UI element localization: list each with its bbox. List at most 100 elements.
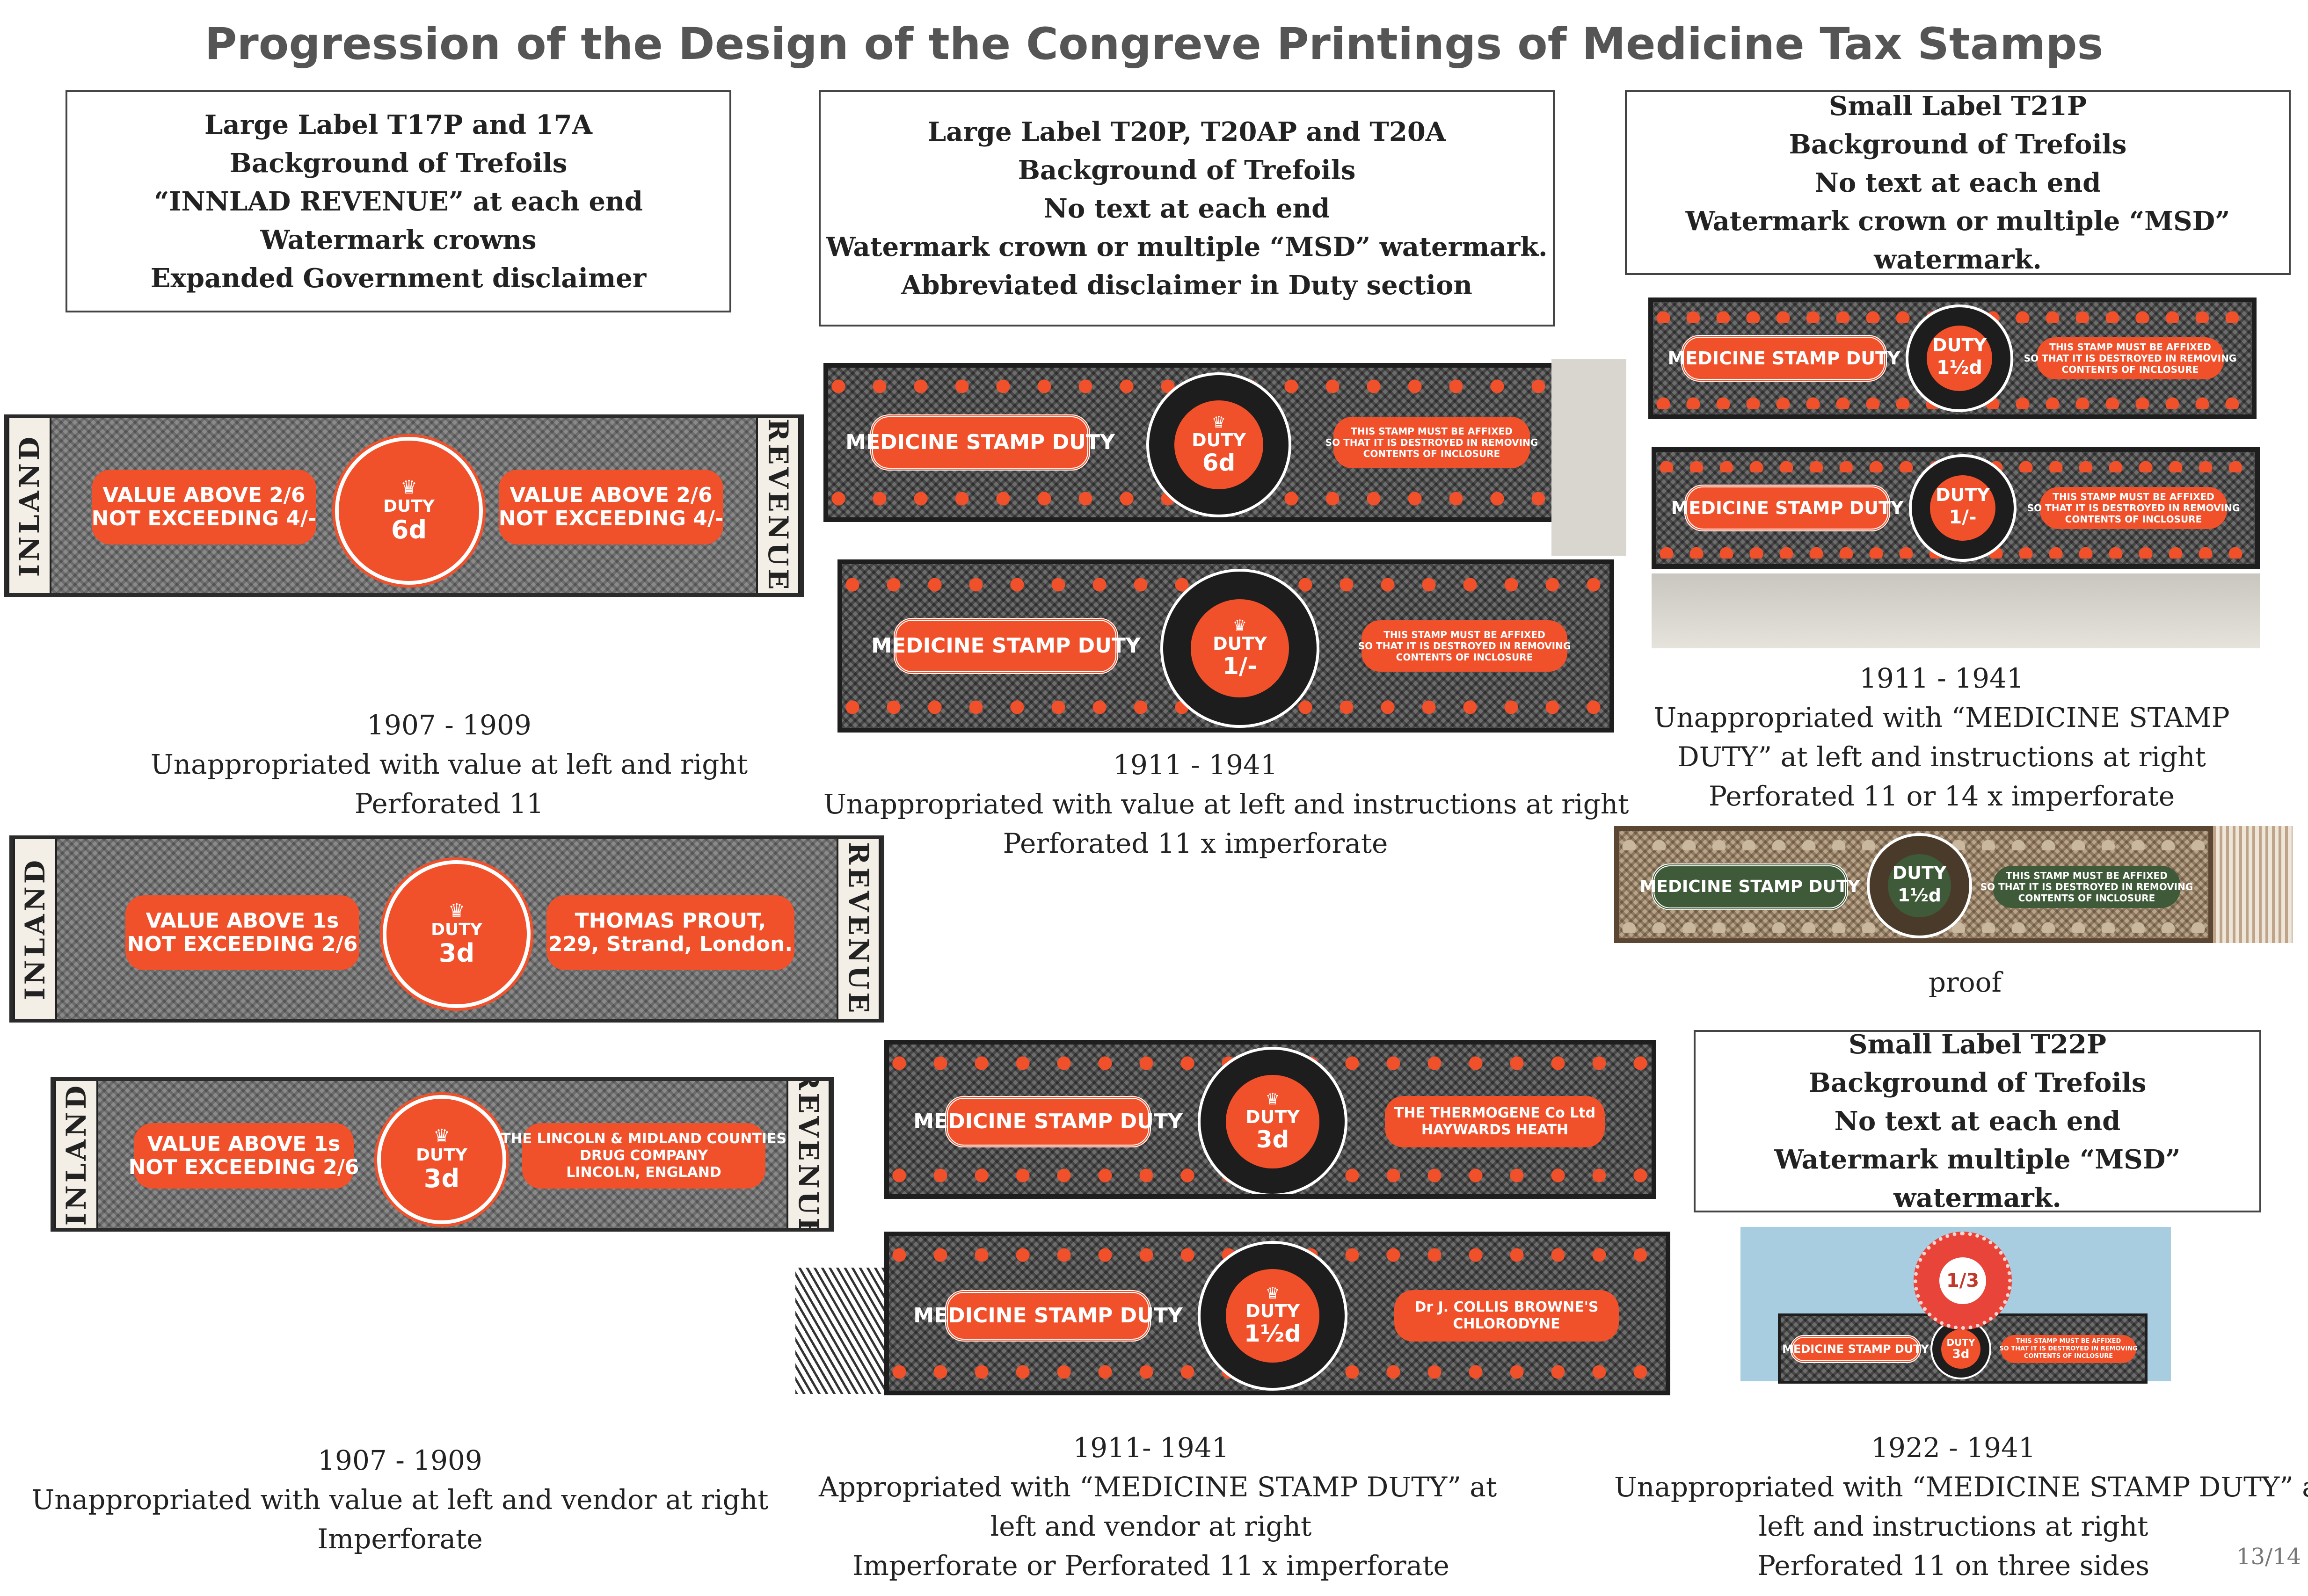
stamp-selvage (2213, 826, 2293, 943)
inland-side: INLAND (13, 839, 57, 1019)
revenue-side: REVENUE (756, 418, 800, 593)
pharmacy-seal: 1/3 (1914, 1232, 2012, 1330)
caption-line: Perforated 11 (354, 788, 544, 820)
crown-icon: ♛ (1211, 413, 1226, 432)
msd-label-text: MEDICINE STAMP DUTY (1671, 498, 1904, 518)
instructions-panel: THIS STAMP MUST BE AFFIXED SO THAT IT IS… (2027, 487, 2240, 529)
duty-value: 1/- (1949, 507, 1977, 528)
crown-icon: ♛ (1265, 1284, 1280, 1303)
value-panel-left: VALUE ABOVE 1s NOT EXCEEDING 2/6 (129, 1123, 359, 1189)
value-panel-left: VALUE ABOVE 2/6 NOT EXCEEDING 4/- (92, 470, 316, 544)
caption-line: 1907 - 1909 (318, 1444, 482, 1476)
stamp-small-medicine-duty-3d: MEDICINE STAMP DUTY DUTY 3d THIS STAMP M… (1778, 1313, 2148, 1384)
msd-label-text: MEDICINE STAMP DUTY (913, 1110, 1183, 1133)
panel-text: VALUE ABOVE 1s (147, 1132, 341, 1156)
panel-text: HAYWARDS HEATH (1421, 1122, 1569, 1138)
box-line: Small Label T21P (1829, 90, 2087, 122)
msd-label-text: MEDICINE STAMP DUTY (1667, 348, 1900, 369)
duty-medal: DUTY 3d (1930, 1319, 1991, 1379)
inland-text: INLAND (19, 857, 51, 1001)
msd-label: MEDICINE STAMP DUTY (871, 618, 1141, 674)
box-line: No text at each end (1834, 1106, 2121, 1137)
stamp-small-medicine-duty-1s: MEDICINE STAMP DUTY DUTY 1/- THIS STAMP … (1652, 447, 2260, 569)
vendor-panel: THOMAS PROUT, 229, Strand, London. (546, 895, 794, 970)
instruction-line: SO THAT IT IS DESTROYED IN REMOVING (1999, 1345, 2138, 1352)
caption-t17p-value: 1907 - 1909 Unappropriated with value at… (47, 705, 852, 823)
crown-icon: ♛ (400, 477, 417, 498)
stamp-selvage (795, 1268, 884, 1394)
duty-medal: DUTY 1/- (1909, 454, 2017, 562)
instruction-line: THIS STAMP MUST BE AFFIXED (2016, 1338, 2121, 1345)
panel-text: THE THERMOGENE Co Ltd (1394, 1105, 1596, 1121)
box-line: Background of Trefoils (229, 147, 568, 179)
revenue-side: REVENUE (837, 839, 881, 1019)
duty-value: 3d (1952, 1347, 1970, 1361)
duty-text: DUTY (1932, 335, 1987, 355)
caption-line: 1911- 1941 (1073, 1432, 1229, 1464)
revenue-text: REVENUE (793, 1077, 824, 1232)
duty-text: DUTY (1892, 862, 1947, 883)
duty-value: 1/- (1223, 653, 1257, 680)
value-panel-right: VALUE ABOVE 2/6 NOT EXCEEDING 4/- (499, 470, 723, 544)
panel-text: DRUG COMPANY (579, 1147, 708, 1164)
instructions-panel: THIS STAMP MUST BE AFFIXED SO THAT IT IS… (2024, 337, 2236, 379)
msd-label-text: MEDICINE STAMP DUTY (1639, 877, 1860, 896)
duty-value: 3d (423, 1164, 460, 1193)
duty-roundel: ♛ DUTY 3d (377, 1095, 506, 1224)
instruction-line: CONTENTS OF INCLOSURE (2018, 892, 2155, 904)
msd-label: MEDICINE STAMP DUTY (845, 414, 1115, 471)
instruction-line: CONTENTS OF INCLOSURE (2065, 514, 2202, 525)
caption-line: Perforated 11 on three sides (1757, 1550, 2150, 1581)
duty-roundel: ♛ DUTY 3d (383, 860, 531, 1008)
msd-label: MEDICINE STAMP DUTY (1640, 863, 1860, 910)
instruction-line: CONTENTS OF INCLOSURE (1363, 448, 1500, 459)
duty-value: 3d (1256, 1126, 1289, 1153)
inland-side: INLAND (7, 418, 51, 593)
duty-medal: DUTY 1½d (1906, 305, 2013, 412)
box-line: Background of Trefoils (1808, 1067, 2147, 1098)
page-title: Progression of the Design of the Congrev… (204, 19, 2104, 70)
page-number: 13/14 (2236, 1544, 2301, 1570)
box-line: Large Label T17P and 17A (204, 109, 592, 140)
msd-label-text: MEDICINE STAMP DUTY (1782, 1342, 1929, 1356)
caption-line: Unappropriated with “MEDICINE STAMP (1653, 702, 2230, 733)
msd-label-text: MEDICINE STAMP DUTY (913, 1304, 1183, 1328)
panel-text: NOT EXCEEDING 2/6 (128, 1155, 359, 1179)
description-box-t22p: Small Label T22P Background of Trefoils … (1694, 1029, 2261, 1213)
box-line: Watermark multiple “MSD” watermark. (1774, 1144, 2181, 1213)
caption-t17p-vendor: 1907 - 1909 Unappropriated with value at… (28, 1441, 772, 1559)
duty-value: 6d (391, 515, 427, 544)
crown-icon: ♛ (1265, 1090, 1280, 1109)
instruction-line: THIS STAMP MUST BE AFFIXED (1351, 426, 1513, 437)
duty-value: 3d (438, 938, 475, 968)
duty-text: DUTY (1245, 1301, 1300, 1321)
msd-label: MEDICINE STAMP DUTY (1668, 335, 1900, 382)
duty-medal: ♛ DUTY 6d (1146, 372, 1291, 517)
instruction-line: THIS STAMP MUST BE AFFIXED (2006, 870, 2168, 881)
duty-text: DUTY (1192, 430, 1246, 450)
crown-icon: ♛ (448, 900, 465, 921)
caption-line: left and instructions at right (1758, 1510, 2148, 1542)
panel-text: NOT EXCEEDING 4/- (91, 507, 317, 530)
box-line: Background of Trefoils (1789, 129, 2127, 160)
duty-value: 1½d (1937, 357, 1982, 378)
caption-t21p: 1911 - 1941 Unappropriated with “MEDICIN… (1614, 659, 2269, 816)
instructions-panel: THIS STAMP MUST BE AFFIXED SO THAT IT IS… (1980, 866, 2193, 908)
caption-line: Imperforate (317, 1523, 483, 1555)
duty-medal: DUTY 1½d (1867, 833, 1972, 938)
instruction-line: SO THAT IT IS DESTROYED IN REMOVING (2024, 353, 2237, 364)
box-line: No text at each end (1814, 167, 2101, 198)
stamp-selvage (1551, 359, 1626, 556)
instruction-line: SO THAT IT IS DESTROYED IN REMOVING (2027, 502, 2240, 514)
description-box-t21p: Small Label T21P Background of Trefoils … (1625, 90, 2291, 275)
stamp-medicine-duty-6d: MEDICINE STAMP DUTY ♛ DUTY 6d THIS STAMP… (823, 363, 1558, 522)
description-box-t17p: Large Label T17P and 17A Background of T… (66, 90, 731, 312)
instruction-line: THIS STAMP MUST BE AFFIXED (2049, 341, 2211, 353)
caption-line: Perforated 11 or 14 x imperforate (1708, 780, 2175, 812)
inland-text: INLAND (14, 434, 45, 577)
caption-line: left and vendor at right (990, 1510, 1312, 1542)
instructions-panel: THIS STAMP MUST BE AFFIXED SO THAT IT IS… (1358, 620, 1571, 672)
seal-value: 1/3 (1939, 1257, 1986, 1304)
stamp-inland-revenue-6d: INLAND REVENUE VALUE ABOVE 2/6 NOT EXCEE… (4, 414, 804, 597)
msd-label: MEDICINE STAMP DUTY (913, 1096, 1183, 1147)
